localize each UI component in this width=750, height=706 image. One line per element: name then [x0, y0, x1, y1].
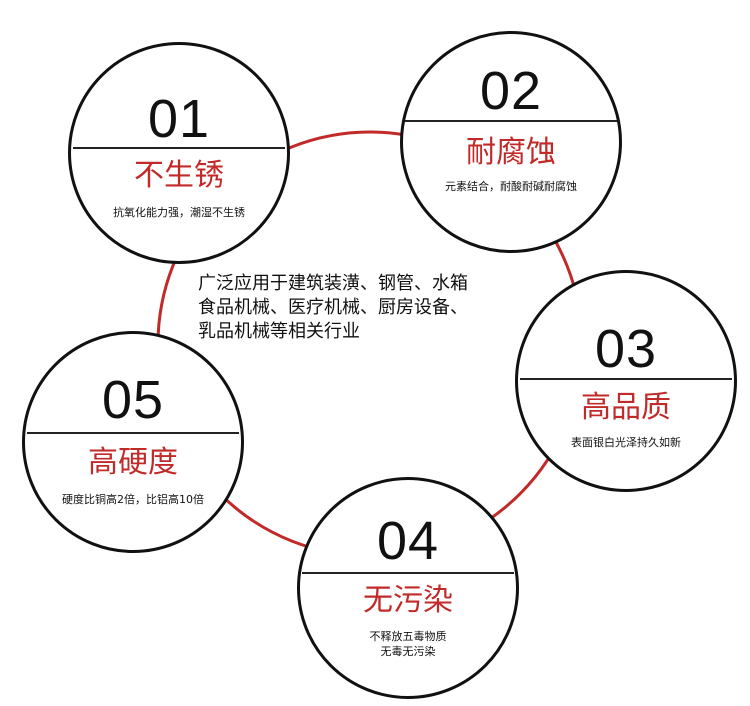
feature-number: 05	[101, 370, 165, 430]
feature-divider	[302, 572, 514, 574]
feature-divider	[520, 378, 732, 380]
feature-circle-04: 04 无污染 不释放五毒物质 无毒无污染	[297, 477, 519, 699]
feature-description-line-2: 无毒无污染	[380, 645, 436, 658]
feature-title: 不生锈	[134, 158, 224, 193]
feature-number: 03	[594, 319, 658, 379]
feature-description-line-1: 不释放五毒物质	[369, 630, 447, 643]
feature-description: 表面银白光泽持久如新	[571, 436, 681, 449]
application-line-2: 食品机械、医疗机械、厨房设备、	[198, 297, 468, 318]
feature-title: 耐腐蚀	[466, 135, 556, 170]
feature-number: 02	[479, 61, 543, 121]
feature-divider	[405, 120, 617, 122]
feature-circle-05: 05 高硬度 硬度比铜高2倍，比铝高10倍	[22, 331, 244, 553]
feature-title: 无污染	[363, 583, 453, 618]
feature-number: 04	[376, 511, 440, 571]
feature-description: 硬度比铜高2倍，比铝高10倍	[62, 493, 204, 506]
feature-divider	[73, 147, 285, 149]
application-line-1: 广泛应用于建筑装潢、钢管、水箱	[198, 273, 468, 294]
feature-circle-02: 02 耐腐蚀 元素结合，耐酸耐碱耐腐蚀	[400, 31, 622, 253]
application-description: 广泛应用于建筑装潢、钢管、水箱 食品机械、医疗机械、厨房设备、 乳品机械等相关行…	[198, 272, 538, 344]
application-line-3: 乳品机械等相关行业	[198, 321, 360, 342]
feature-circle-01: 01 不生锈 抗氧化能力强，潮湿不生锈	[68, 42, 290, 264]
feature-title: 高硬度	[88, 445, 178, 480]
feature-number: 01	[147, 89, 211, 149]
feature-title: 高品质	[581, 390, 671, 425]
feature-description: 抗氧化能力强，潮湿不生锈	[113, 206, 245, 219]
feature-divider	[27, 432, 239, 434]
feature-circle-03: 03 高品质 表面银白光泽持久如新	[515, 270, 737, 492]
feature-description: 元素结合，耐酸耐碱耐腐蚀	[445, 180, 577, 193]
